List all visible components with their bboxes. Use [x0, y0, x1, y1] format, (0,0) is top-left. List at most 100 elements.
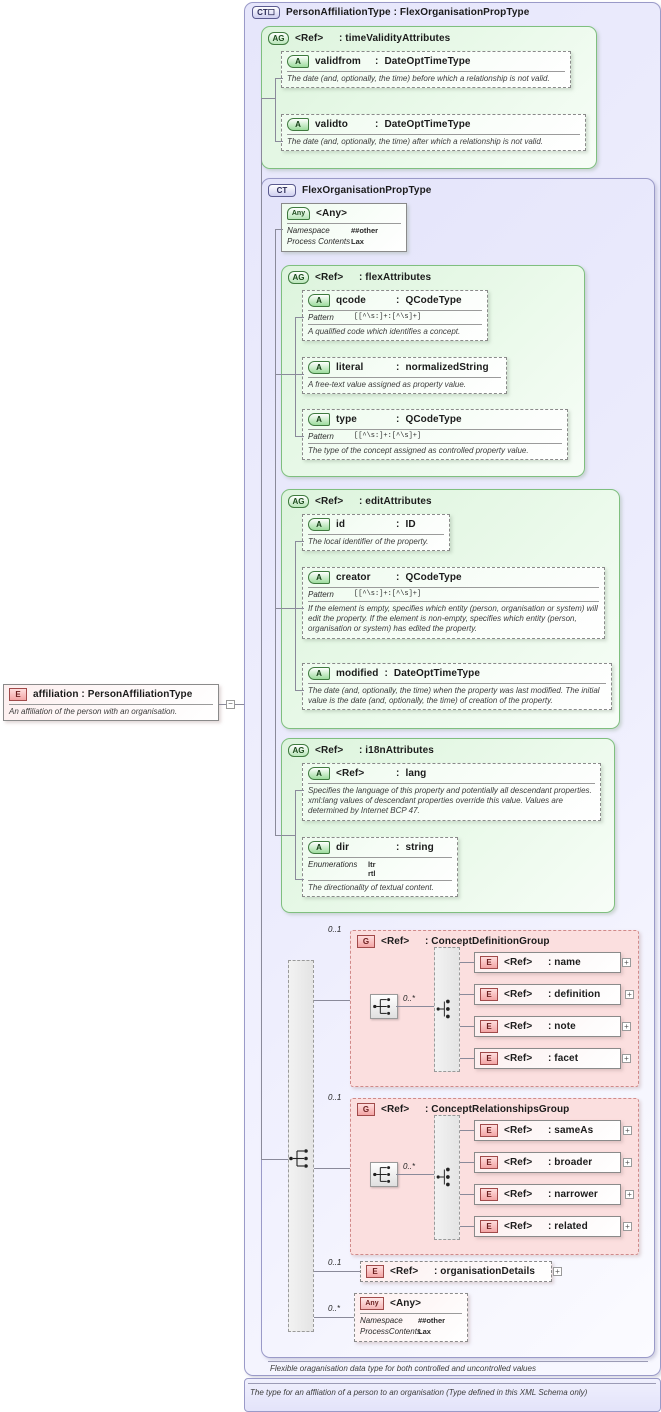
- connector: [275, 835, 295, 836]
- element-related[interactable]: E <Ref> : related: [474, 1216, 621, 1237]
- element-related-header: E <Ref> : related: [475, 1217, 620, 1236]
- element-narrower[interactable]: E <Ref> : narrower: [474, 1184, 621, 1205]
- expand-toggle-sameAs[interactable]: +: [623, 1126, 632, 1135]
- connector-trunk: [261, 98, 262, 835]
- facet-value: ##other: [351, 226, 379, 235]
- element-organisationDetails[interactable]: E <Ref> : organisationDetails: [360, 1261, 552, 1282]
- attribute-creator[interactable]: A creator : QCodeType Pattern [[^\s:]+:[…: [302, 567, 605, 639]
- attribute-type-pattern: Pattern [[^\s:]+:[^\s]+]: [303, 430, 567, 443]
- connector: [396, 1006, 434, 1007]
- any-node-bottom-label: <Any>: [390, 1298, 422, 1309]
- connector: [261, 835, 262, 1159]
- attribute-modified-doc: The date (and, optionally, the time) whe…: [308, 686, 600, 706]
- footer-doc-flex-organisation: Flexible oraganisation data type for bot…: [270, 1364, 536, 1373]
- choice-icon-group2[interactable]: [433, 1166, 461, 1188]
- element-icon: E: [480, 1020, 498, 1033]
- attribute-dir[interactable]: A dir : string Enumerations ltr rtl The …: [302, 837, 458, 897]
- any-node-top[interactable]: Any <Any> Namespace ##other Process Cont…: [281, 203, 407, 252]
- element-name-label: : name: [548, 957, 581, 968]
- expand-toggle-broader[interactable]: +: [623, 1158, 632, 1167]
- expand-toggle-definition[interactable]: +: [625, 990, 634, 999]
- complextype-icon[interactable]: CT☐: [252, 6, 280, 19]
- group-ref-label: <Ref>: [381, 1104, 410, 1115]
- element-ref-label: <Ref>: [504, 1021, 533, 1032]
- attribute-icon: A: [308, 767, 330, 780]
- attribute-validfrom[interactable]: A validfrom : DateOptTimeType The date (…: [281, 51, 571, 89]
- attribute-sep: :: [396, 572, 400, 583]
- choice-glyph: [436, 1167, 450, 1187]
- root-element-affiliation[interactable]: E affiliation : PersonAffiliationType An…: [3, 684, 219, 722]
- expand-toggle-narrower[interactable]: +: [625, 1190, 634, 1199]
- attribute-creator-pattern: Pattern [[^\s:]+:[^\s]+]: [303, 588, 604, 601]
- group-i18nAttributes-title: AG <Ref> : i18nAttributes: [288, 744, 434, 757]
- attribute-validto[interactable]: A validto : DateOptTimeType The date (an…: [281, 114, 586, 152]
- attribute-type[interactable]: A type : QCodeType Pattern [[^\s:]+:[^\s…: [302, 409, 568, 461]
- attribute-icon: A: [308, 841, 330, 854]
- element-narrower-header: E <Ref> : narrower: [475, 1185, 620, 1204]
- attribute-literal[interactable]: A literal : normalizedString A free-text…: [302, 357, 507, 395]
- connector: [295, 436, 304, 437]
- connector: [295, 317, 304, 318]
- any-node-bottom-header: Any <Any>: [355, 1294, 467, 1313]
- divider: [308, 601, 599, 602]
- sequence-icon-group1[interactable]: [370, 994, 398, 1019]
- facet-value: ##other: [418, 1316, 446, 1325]
- attribute-lang[interactable]: A <Ref> : lang Specifies the language of…: [302, 763, 601, 821]
- attribute-qcode[interactable]: A qcode : QCodeType Pattern [[^\s:]+:[^\…: [302, 290, 488, 342]
- attribute-id[interactable]: A id : ID The local identifier of the pr…: [302, 514, 450, 552]
- attribute-name: type: [336, 414, 357, 425]
- attribute-type-header: A type : QCodeType: [303, 410, 567, 429]
- attribute-icon: A: [308, 294, 330, 307]
- element-sameAs[interactable]: E <Ref> : sameAs: [474, 1120, 621, 1141]
- sequence-icon[interactable]: [287, 1146, 315, 1171]
- attribute-name: qcode: [336, 295, 366, 306]
- element-note[interactable]: E <Ref> : note: [474, 1016, 621, 1037]
- attribute-datatype: ID: [405, 519, 416, 530]
- attribute-name: modified: [336, 668, 379, 679]
- group-editAttributes-title: AG <Ref> : editAttributes: [288, 495, 432, 508]
- any-namespace-row: Namespace ##other: [282, 224, 406, 237]
- element-ref-label: <Ref>: [504, 1053, 533, 1064]
- element-ref-label: <Ref>: [390, 1266, 419, 1277]
- element-broader[interactable]: E <Ref> : broader: [474, 1152, 621, 1173]
- occurs-organisationdetails: 0..1: [328, 1258, 342, 1267]
- element-name-label: : definition: [548, 989, 601, 1000]
- facet-key: Pattern: [308, 590, 334, 599]
- element-definition[interactable]: E <Ref> : definition: [474, 984, 621, 1005]
- element-facet[interactable]: E <Ref> : facet: [474, 1048, 621, 1069]
- root-element-label: affiliation : PersonAffiliationType: [33, 689, 193, 700]
- expand-toggle-facet[interactable]: +: [622, 1054, 631, 1063]
- connector: [314, 1168, 350, 1169]
- inner-occurs-group1: 0..*: [403, 994, 416, 1003]
- attribute-qcode-pattern: Pattern [[^\s:]+:[^\s]+]: [303, 311, 487, 324]
- element-name[interactable]: E <Ref> : name: [474, 952, 621, 973]
- attribute-icon: A: [308, 361, 330, 374]
- ct-inner-label: FlexOrganisationPropType: [302, 185, 432, 196]
- sequence-icon-group2[interactable]: [370, 1162, 398, 1187]
- choice-icon-group1[interactable]: [433, 998, 461, 1020]
- connector: [460, 1058, 474, 1059]
- connector: [314, 1317, 354, 1318]
- group-ref-label: <Ref>: [315, 272, 344, 283]
- expand-toggle-organisationDetails[interactable]: +: [553, 1267, 562, 1276]
- attribute-lang-doc: Specifies the language of this property …: [308, 786, 592, 816]
- attribute-creator-header: A creator : QCodeType: [303, 568, 604, 587]
- collapse-toggle-root[interactable]: −: [226, 700, 235, 709]
- expand-toggle-name[interactable]: +: [622, 958, 631, 967]
- element-name-label: : facet: [548, 1053, 579, 1064]
- any-node-bottom[interactable]: Any <Any> Namespace ##other ProcessConte…: [354, 1293, 468, 1342]
- connector: [261, 1159, 288, 1160]
- attribute-dir-header: A dir : string: [303, 838, 457, 857]
- attributegroup-icon: AG: [288, 271, 309, 284]
- attribute-icon: A: [287, 55, 309, 68]
- expand-toggle-note[interactable]: +: [622, 1022, 631, 1031]
- attribute-modified[interactable]: A modified : DateOptTimeType The date (a…: [302, 663, 612, 711]
- connector: [460, 1162, 474, 1163]
- group-name-label: : editAttributes: [359, 496, 432, 507]
- facet-value: Lax: [418, 1327, 431, 1336]
- element-facet-header: E <Ref> : facet: [475, 1049, 620, 1068]
- divider: [308, 857, 452, 858]
- connector: [295, 790, 304, 791]
- attribute-name: validfrom: [315, 56, 361, 67]
- expand-toggle-related[interactable]: +: [623, 1222, 632, 1231]
